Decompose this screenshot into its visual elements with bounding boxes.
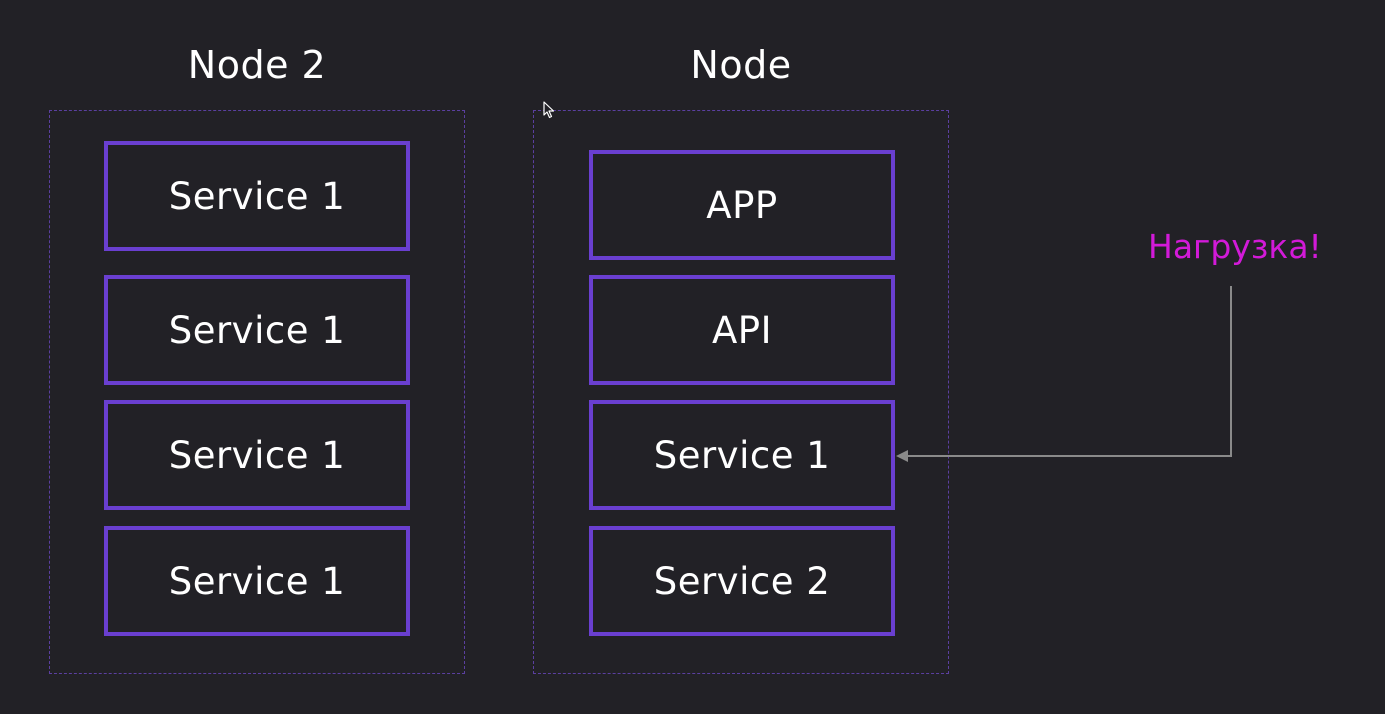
node2-service-box: Service 1 (104, 141, 410, 251)
node-service-box-api: API (589, 275, 895, 385)
node2-service-box: Service 1 (104, 400, 410, 510)
node2-container (49, 110, 465, 674)
node-service-box-service2: Service 2 (589, 526, 895, 636)
node2-service-box: Service 1 (104, 526, 410, 636)
node-service-box-app: APP (589, 150, 895, 260)
mouse-pointer-icon (543, 101, 555, 119)
load-label: Нагрузка! (1148, 227, 1322, 266)
load-arrow-line (906, 286, 1232, 457)
node-service-box-service1: Service 1 (589, 400, 895, 510)
node2-service-box: Service 1 (104, 275, 410, 385)
node-title: Node (690, 43, 792, 87)
node2-title: Node 2 (187, 43, 327, 87)
